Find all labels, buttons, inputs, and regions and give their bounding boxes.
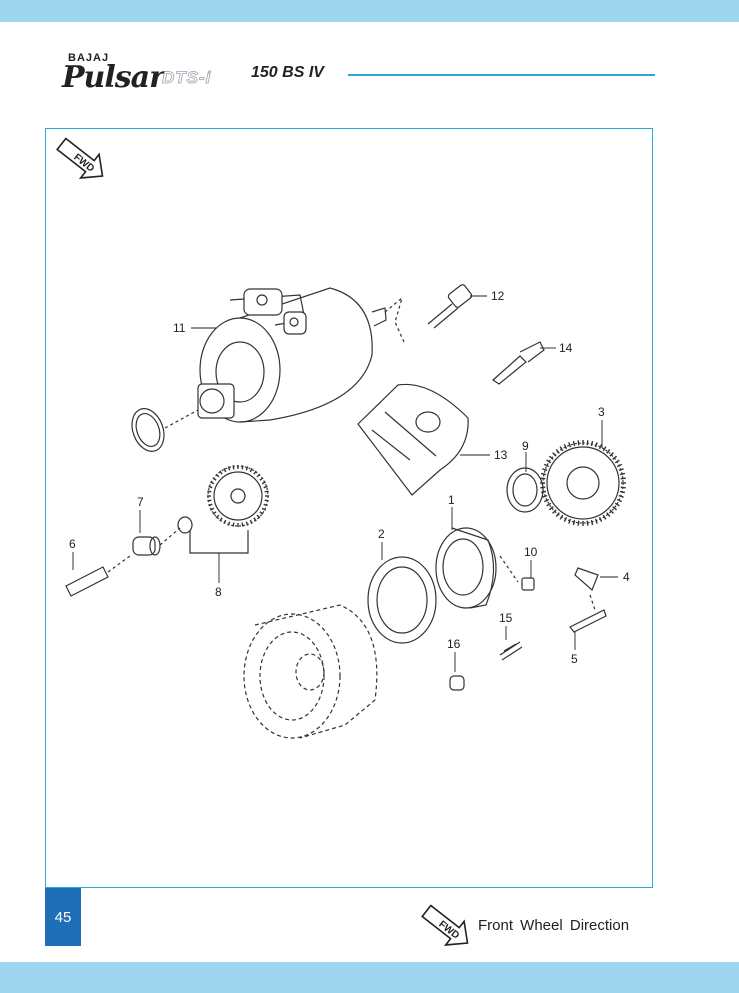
callout-6: 6 <box>69 537 76 551</box>
callout-1: 1 <box>448 493 455 507</box>
title-rule <box>348 74 655 76</box>
part-gear-8 <box>159 465 269 554</box>
part-clutch-1 <box>435 527 497 609</box>
part-bush-7 <box>132 536 161 556</box>
callout-labels: 11 12 14 3 13 9 7 1 2 10 6 4 8 15 5 16 <box>69 289 630 666</box>
gear-3-teeth <box>540 440 626 526</box>
callout-5: 5 <box>571 652 578 666</box>
callout-9: 9 <box>522 439 529 453</box>
part-cap-16 <box>449 675 465 691</box>
callout-15: 15 <box>499 611 513 625</box>
part-starter-motor <box>131 287 405 452</box>
part-bolt-12 <box>427 284 473 329</box>
part-pin-6 <box>65 555 131 597</box>
part-bearing-9 <box>506 467 544 513</box>
callout-7: 7 <box>137 495 144 509</box>
callout-11: 11 <box>173 321 186 335</box>
gear-8-teeth <box>207 465 269 527</box>
part-plate-4 <box>574 567 599 592</box>
callout-2: 2 <box>378 527 385 541</box>
diagram-frame <box>45 128 653 888</box>
part-roller-10 <box>499 555 535 591</box>
callout-3: 3 <box>598 405 605 419</box>
brand-dtsi: DTS-i <box>162 68 212 88</box>
callout-13: 13 <box>494 448 508 462</box>
fwd-arrow-icon: FWD <box>56 137 104 179</box>
callout-12: 12 <box>491 289 505 303</box>
legend-text: Front Wheel Direction <box>478 917 630 934</box>
callout-10: 10 <box>524 545 538 559</box>
part-cover-13 <box>357 383 469 496</box>
callout-8: 8 <box>215 585 222 599</box>
fwd-footer-icon: FWD <box>421 904 469 946</box>
page-title: 150 BS IV <box>251 64 324 81</box>
bottom-color-band <box>0 962 739 993</box>
page-number: 45 <box>45 888 81 946</box>
part-flywheel <box>243 604 378 739</box>
callout-4: 4 <box>623 570 630 584</box>
brand-bajaj: BAJAJ <box>68 52 110 64</box>
callout-16: 16 <box>447 637 461 651</box>
part-screw-14 <box>492 341 545 385</box>
part-spring-15 <box>499 641 523 661</box>
callout-14: 14 <box>559 341 573 355</box>
top-color-band <box>0 0 739 22</box>
brand-pulsar: Pulsar <box>62 60 165 95</box>
leader-lines <box>72 295 618 672</box>
part-screw-5 <box>569 594 607 633</box>
part-gasket-2 <box>367 556 437 644</box>
brand-logo: BAJAJ Pulsar DTS-i 150 BS IV <box>56 50 356 100</box>
